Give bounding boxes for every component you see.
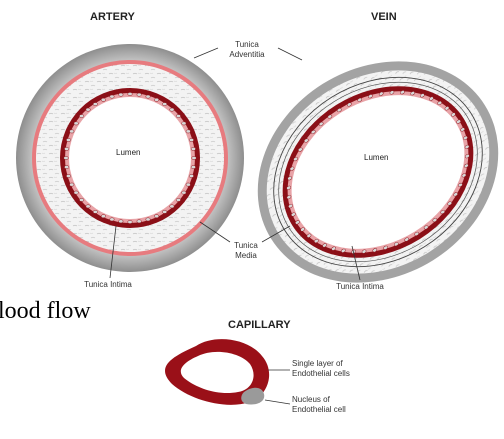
adventitia-leader-vein bbox=[278, 48, 302, 60]
tunica-media-label-line2: Media bbox=[235, 251, 257, 260]
artery-endothelial-cell bbox=[176, 114, 180, 117]
artery-endothelial-cell bbox=[189, 138, 193, 141]
artery-endothelial-cell bbox=[86, 108, 90, 111]
artery-endothelial-cell bbox=[119, 93, 123, 96]
endothelium-label-line1: Single layer of bbox=[292, 359, 343, 368]
artery-endothelial-cell bbox=[64, 166, 68, 169]
artery-endothelial-cell bbox=[146, 95, 150, 98]
artery-endothelial-cell bbox=[66, 174, 70, 177]
artery-endothelial-cell bbox=[86, 205, 90, 208]
artery-endothelial-cell bbox=[170, 108, 174, 111]
artery-endothelial-cell bbox=[110, 95, 114, 98]
artery-endothelial-cell bbox=[74, 122, 78, 125]
vein-cross-section bbox=[216, 17, 504, 327]
artery-endothelial-cell bbox=[101, 98, 105, 101]
artery-endothelial-cell bbox=[182, 191, 186, 194]
artery-endothelial-cell bbox=[162, 103, 166, 106]
artery-endothelial-cell bbox=[93, 103, 97, 106]
artery-endothelial-cell bbox=[70, 183, 74, 186]
artery-lumen-label: Lumen bbox=[116, 148, 140, 157]
artery-endothelial-cell bbox=[154, 98, 158, 101]
capillary-title: CAPILLARY bbox=[228, 319, 291, 331]
artery-endothelial-cell bbox=[176, 198, 180, 201]
artery-endothelial-cell bbox=[182, 122, 186, 125]
artery-endothelial-cell bbox=[137, 220, 141, 223]
artery-endothelial-cell bbox=[110, 218, 114, 221]
nucleus-label-line2: Endothelial cell bbox=[292, 405, 346, 414]
artery-endothelial-cell bbox=[146, 218, 150, 221]
artery-endothelial-cell bbox=[137, 93, 141, 96]
capillary-cross-section bbox=[165, 339, 269, 405]
artery-endothelial-cell bbox=[191, 147, 195, 150]
vein-lumen-label: Lumen bbox=[364, 153, 388, 162]
artery-endothelial-cell bbox=[64, 156, 68, 159]
artery-endothelial-cell bbox=[154, 215, 158, 218]
artery-endothelial-cell bbox=[186, 130, 190, 133]
artery-cross-section bbox=[16, 44, 244, 272]
tunica-adventitia-label-line2: Adventitia bbox=[229, 50, 265, 59]
artery-endothelial-cell bbox=[93, 210, 97, 213]
artery-endothelial-cell bbox=[64, 147, 68, 150]
artery-lumen bbox=[69, 97, 191, 219]
artery-endothelial-cell bbox=[128, 220, 132, 223]
artery-endothelial-cell bbox=[186, 183, 190, 186]
endothelium-label-line2: Endothelial cells bbox=[292, 369, 350, 378]
artery-title: ARTERY bbox=[90, 11, 135, 23]
artery-endothelial-cell bbox=[74, 191, 78, 194]
artery-endothelial-cell bbox=[70, 130, 74, 133]
artery-endothelial-cell bbox=[192, 156, 196, 159]
artery-endothelial-cell bbox=[119, 220, 123, 223]
artery-endothelial-cell bbox=[128, 92, 132, 95]
artery-endothelial-cell bbox=[191, 166, 195, 169]
adventitia-leader-artery bbox=[194, 48, 218, 58]
vein-tunica-intima-label: Tunica Intima bbox=[336, 282, 384, 291]
artery-endothelial-cell bbox=[66, 138, 70, 141]
artery-endothelial-cell bbox=[101, 215, 105, 218]
artery-endothelial-cell bbox=[189, 174, 193, 177]
artery-endothelial-cell bbox=[170, 205, 174, 208]
artery-endothelial-cell bbox=[79, 114, 83, 117]
artery-tunica-intima-label: Tunica Intima bbox=[84, 280, 132, 289]
artery-endothelial-cell bbox=[162, 210, 166, 213]
partial-caption-text: lood flow bbox=[0, 298, 91, 325]
artery-endothelial-cell bbox=[79, 198, 83, 201]
tunica-media-label-line1: Tunica bbox=[234, 241, 258, 250]
nucleus-label-line1: Nucleus of bbox=[292, 395, 331, 404]
vein-title: VEIN bbox=[371, 11, 397, 23]
nucleus-leader bbox=[265, 400, 290, 404]
tunica-adventitia-label-line1: Tunica bbox=[235, 40, 259, 49]
